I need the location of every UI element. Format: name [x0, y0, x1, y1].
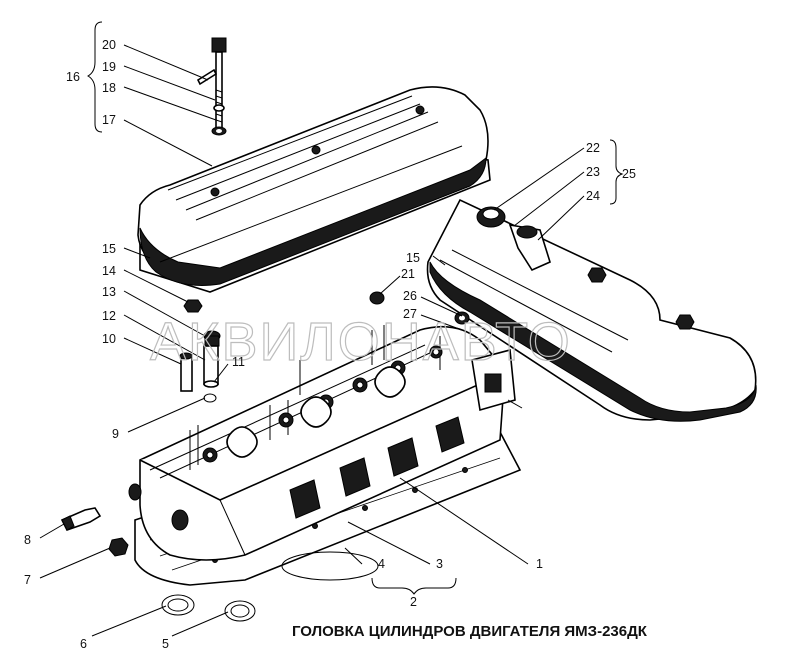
loose-parts — [60, 291, 470, 622]
callout-24: 24 — [586, 189, 600, 203]
callout-19: 19 — [102, 60, 116, 74]
callout-18: 18 — [102, 81, 116, 95]
callout-23: 23 — [586, 165, 600, 179]
callout-4: 4 — [378, 557, 385, 571]
callout-5: 5 — [162, 637, 169, 651]
right-valve-cover — [426, 198, 757, 422]
diagram-title: ГОЛОВКА ЦИЛИНДРОВ ДВИГАТЕЛЯ ЯМЗ-236ДК — [292, 623, 648, 640]
callout-numbers: 1 2 3 4 5 6 7 8 9 10 11 12 13 14 15 15 1… — [24, 38, 636, 651]
callout-16: 16 — [66, 70, 80, 84]
callout-17: 17 — [102, 113, 116, 127]
callout-12: 12 — [102, 309, 116, 323]
callout-27: 27 — [403, 307, 417, 321]
callout-7: 7 — [24, 573, 31, 587]
callout-2: 2 — [410, 595, 417, 609]
callout-20: 20 — [102, 38, 116, 52]
callout-13: 13 — [102, 285, 116, 299]
left-valve-cover — [137, 86, 491, 293]
callout-21: 21 — [401, 267, 415, 281]
callout-22: 22 — [586, 141, 600, 155]
callout-15-right: 15 — [406, 251, 420, 265]
cover-bolt-kit — [196, 37, 227, 136]
callout-14: 14 — [102, 264, 116, 278]
callout-26: 26 — [403, 289, 417, 303]
callout-8: 8 — [24, 533, 31, 547]
callout-15-left: 15 — [102, 242, 116, 256]
leader-lines — [39, 21, 624, 637]
callout-9: 9 — [112, 427, 119, 441]
callout-11: 11 — [232, 355, 245, 369]
callout-3: 3 — [436, 557, 443, 571]
watermark: АКВИЛОНАВТО — [150, 312, 572, 372]
callout-1: 1 — [536, 557, 543, 571]
callout-10: 10 — [102, 332, 116, 346]
callout-25: 25 — [622, 167, 636, 181]
cylinder-head — [128, 325, 523, 586]
callout-6: 6 — [80, 637, 87, 651]
